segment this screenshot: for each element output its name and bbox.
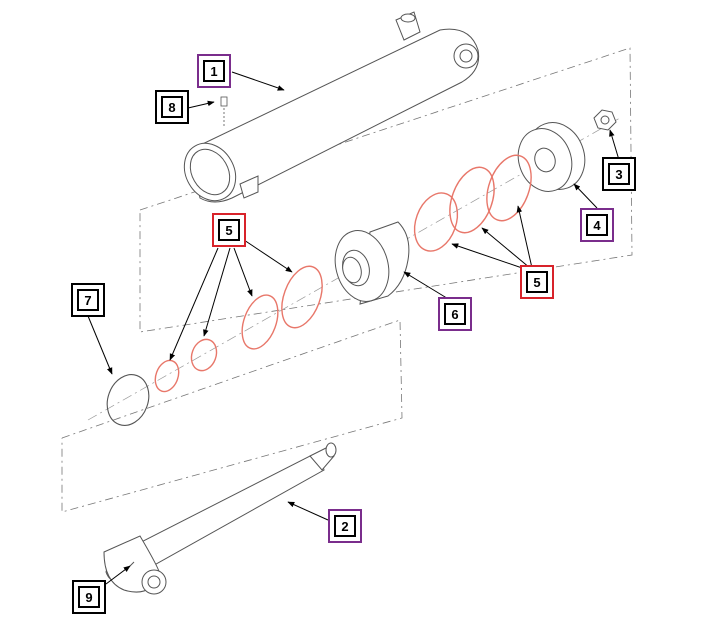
cylinder-barrel	[183, 11, 480, 203]
callout-1: 1	[197, 54, 231, 88]
grease-fitting	[220, 96, 228, 128]
callout-5-right: 5	[520, 265, 554, 299]
callout-7: 7	[71, 283, 105, 317]
seal-rings	[154, 154, 532, 393]
callout-2: 2	[328, 509, 362, 543]
seal-ring	[190, 338, 218, 372]
callout-9: 9	[72, 580, 106, 614]
seal-ring	[449, 166, 495, 234]
assembly-frame-upper	[139, 47, 633, 333]
callout-3: 3	[602, 157, 636, 191]
piston-rod	[103, 442, 337, 595]
snap-ring	[106, 374, 150, 426]
gland	[334, 221, 410, 305]
seal-ring	[281, 265, 323, 329]
callout-8: 8	[155, 90, 189, 124]
callout-5-left: 5	[212, 213, 246, 247]
lock-nut	[593, 109, 617, 131]
seal-ring	[241, 294, 279, 350]
seal-ring	[413, 192, 459, 252]
leader-lines	[87, 71, 620, 585]
callout-4: 4	[580, 208, 614, 242]
seal-ring	[486, 154, 532, 222]
callout-6: 6	[438, 297, 472, 331]
piston-head	[517, 122, 586, 192]
seal-ring	[154, 359, 180, 393]
assembly-frame-lower	[61, 319, 403, 513]
